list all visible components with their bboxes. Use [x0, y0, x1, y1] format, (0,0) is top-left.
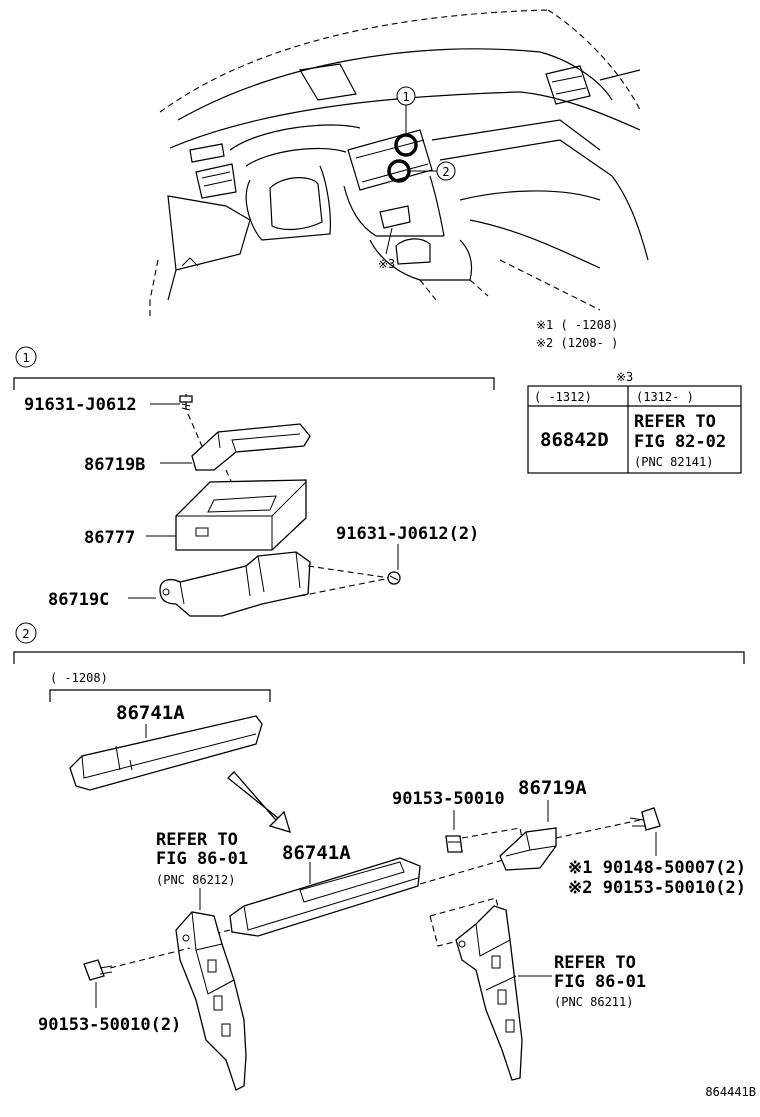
table-col1-value: 86842D: [540, 429, 609, 451]
ref-right-line-1: REFER TO: [554, 953, 636, 973]
part-86741a-old: 86741A: [116, 702, 185, 724]
part-86741a-new: 86741A: [282, 842, 351, 864]
panel-86741a-new-shape: [229, 857, 421, 937]
left-bracket-shape: [175, 911, 247, 1091]
ref-right-line-3: (PNC 86211): [554, 995, 633, 1009]
section-1-label: 1: [22, 351, 29, 365]
section-2: 2 ( -1208) 86741A 86741A 90153-50010 867…: [13, 622, 746, 1091]
unit-86777-shape: [175, 479, 307, 551]
table-col2-line-2: FIG 82-02: [634, 432, 726, 452]
callout-1-label: 1: [402, 90, 409, 104]
section-2-label: 2: [22, 627, 29, 641]
screw-icon: [83, 959, 113, 981]
part-86719b: 86719B: [84, 455, 145, 475]
arrow-down-right-icon: [227, 771, 291, 833]
part-86777: 86777: [84, 528, 135, 548]
table-title: ※3: [616, 370, 633, 384]
table-col2-header: (1312- ): [636, 390, 694, 404]
screw-icon: [387, 571, 401, 585]
note-2: ※2 (1208- ): [536, 336, 618, 350]
part-91631-j0612: 91631-J0612: [24, 395, 137, 415]
right-bracket-shape: [455, 905, 523, 1081]
part-86719a: 86719A: [518, 777, 587, 799]
part-90153-50010-2-left: 90153-50010(2): [38, 1015, 181, 1035]
screw-icon: [179, 394, 193, 411]
bracket-86719c-shape: [159, 551, 311, 617]
part-90153-50010-2-right: ※2 90153-50010(2): [568, 878, 746, 898]
dashboard-illustration: 1 2 ※3: [149, 9, 649, 320]
part-90148-50007: ※1 90148-50007(2): [568, 858, 746, 878]
table-col1-header: ( -1312): [534, 390, 592, 404]
callout-2-label: 2: [442, 165, 449, 179]
ref-right-line-2: FIG 86-01: [554, 972, 646, 992]
ref-left-line-3: (PNC 86212): [156, 873, 235, 887]
part-86719c: 86719C: [48, 590, 109, 610]
part-91631-j0612-2: 91631-J0612(2): [336, 524, 479, 544]
panel-86741a-old-shape: [69, 715, 263, 791]
figure-id: 864441B: [705, 1085, 756, 1099]
ref-left-line-1: REFER TO: [156, 830, 238, 850]
bracket-86719a-shape: [499, 827, 557, 871]
callout-3-label: ※3: [378, 257, 395, 271]
note-1: ※1 ( -1208): [536, 318, 618, 332]
date-range-label: ( -1208): [50, 671, 108, 685]
screw-icon: [629, 807, 661, 831]
screw-icon: [445, 835, 463, 853]
section-1: 1 91631-J0612 86719B 86777 86719C: [13, 346, 495, 617]
table-col2-line-1: REFER TO: [634, 412, 716, 432]
table-col2-line-3: (PNC 82141): [634, 455, 713, 469]
reference-table: ※3 ( -1312) (1312- ) 86842D REFER TO FIG…: [527, 370, 742, 474]
part-90153-50010: 90153-50010: [392, 789, 505, 809]
bracket-86719b-shape: [191, 423, 311, 471]
ref-left-line-2: FIG 86-01: [156, 849, 248, 869]
